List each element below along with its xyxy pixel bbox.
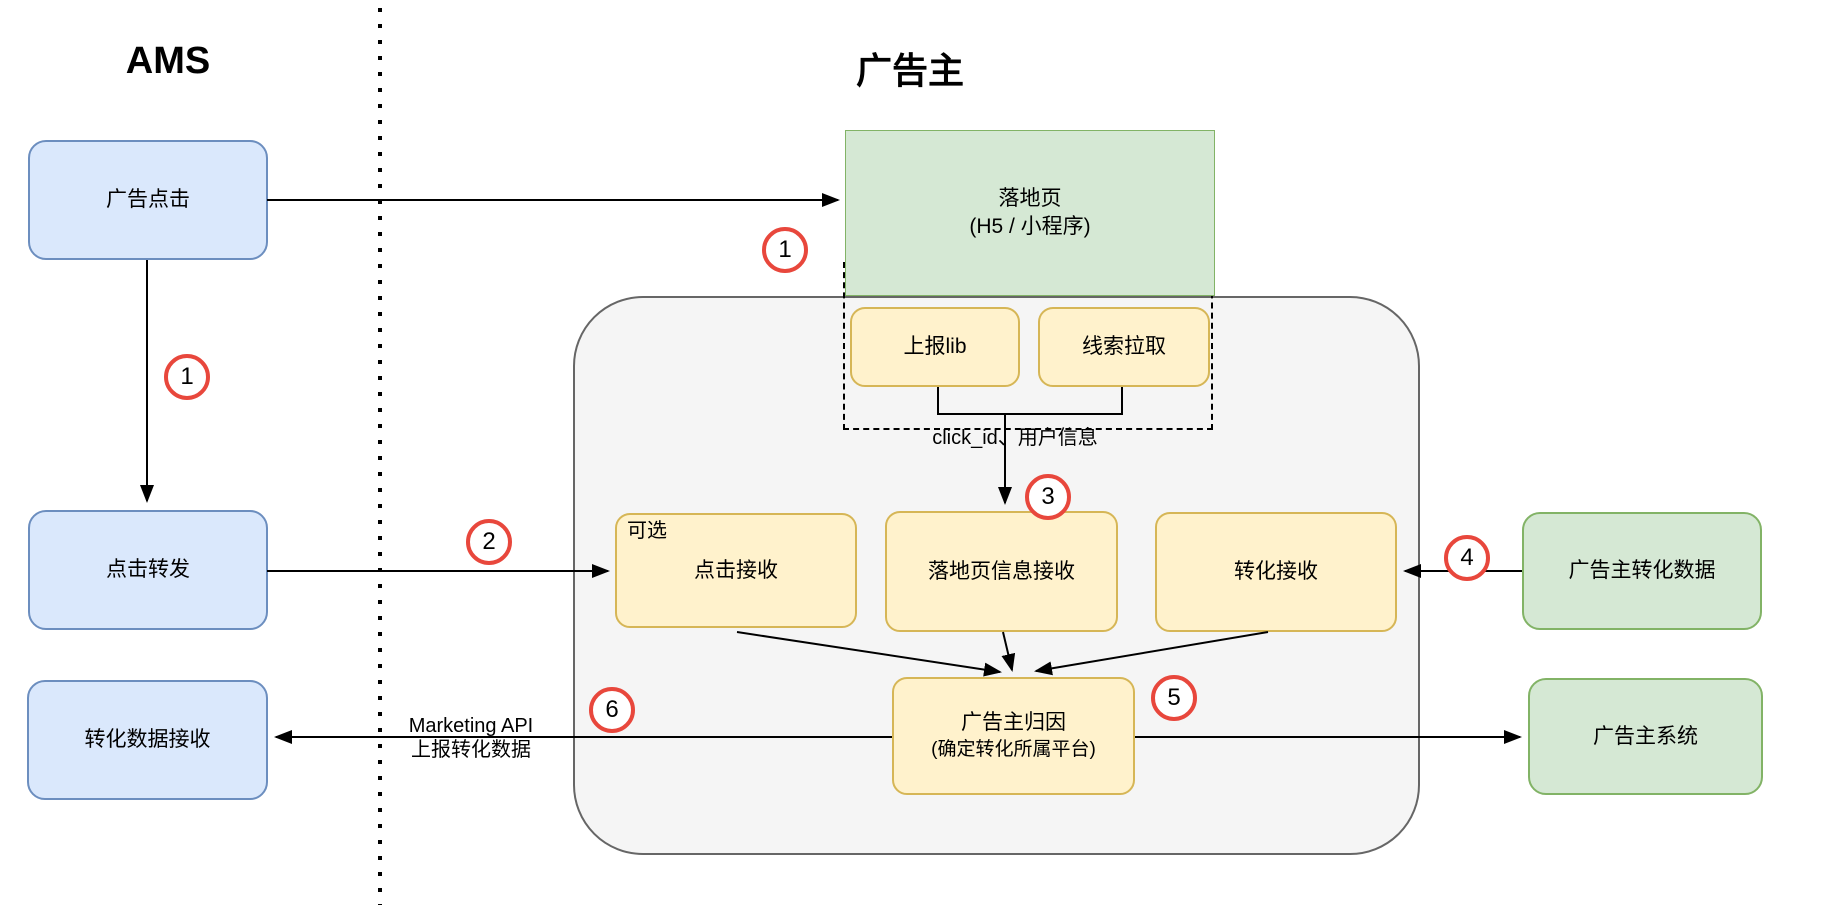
conversion-receive-box: 转化接收 — [1155, 512, 1397, 632]
report-lib-box: 上报lib — [850, 307, 1020, 387]
report-lib-label: 上报lib — [903, 335, 967, 358]
conversion-receive-label: 转化接收 — [1234, 560, 1318, 583]
advertiser-conversion-data-label: 广告主转化数据 — [1568, 559, 1716, 582]
ad-click-label: 广告点击 — [106, 188, 190, 211]
ams-advertiser-divider — [378, 8, 382, 905]
section-title-ams: AMS — [125, 40, 211, 82]
landing-info-receive-box: 落地页信息接收 — [885, 511, 1118, 632]
landing-page-label-line2: (H5 / 小程序) — [969, 215, 1091, 238]
marketing-api-label-line2: 上报转化数据 — [411, 739, 531, 761]
step-badge-1-forward: 1 — [164, 354, 210, 400]
click-forward-box: 点击转发 — [28, 510, 268, 630]
step-badge-1-landing: 1 — [762, 227, 808, 273]
advertiser-system-box: 广告主系统 — [1528, 678, 1763, 795]
step-badge-3: 3 — [1025, 474, 1071, 520]
conversion-data-receive-box: 转化数据接收 — [27, 680, 268, 800]
step-badge-5: 5 — [1151, 675, 1197, 721]
click-id-info-label: click_id、用户信息 — [932, 427, 1098, 449]
conversion-data-receive-label: 转化数据接收 — [84, 728, 211, 751]
marketing-api-label: Marketing API 上报转化数据 — [346, 714, 596, 762]
attribution-label-line2: (确定转化所属平台) — [931, 739, 1096, 760]
landing-page-label-line1: 落地页 — [998, 187, 1062, 210]
landing-page-box: 落地页 (H5 / 小程序) — [845, 130, 1215, 296]
section-title-advertiser: 广告主 — [855, 50, 964, 91]
advertiser-system-label: 广告主系统 — [1593, 724, 1698, 748]
advertiser-conversion-data-box: 广告主转化数据 — [1522, 512, 1762, 630]
step-badge-6: 6 — [589, 687, 635, 733]
optional-tag: 可选 — [627, 520, 667, 542]
click-receive-label: 点击接收 — [694, 558, 778, 582]
step-badge-2: 2 — [466, 519, 512, 565]
lead-pull-label: 线索拉取 — [1082, 335, 1166, 358]
step-badge-4: 4 — [1444, 535, 1490, 581]
attribution-label-line1: 广告主归因 — [961, 711, 1066, 734]
ad-click-box: 广告点击 — [28, 140, 268, 260]
attribution-box: 广告主归因 (确定转化所属平台) — [892, 677, 1135, 795]
click-forward-label: 点击转发 — [106, 558, 190, 581]
marketing-api-label-line1: Marketing API — [408, 715, 534, 737]
lead-pull-box: 线索拉取 — [1038, 307, 1210, 387]
landing-info-receive-label: 落地页信息接收 — [928, 559, 1075, 583]
click-receive-box: 可选 点击接收 — [615, 513, 857, 628]
